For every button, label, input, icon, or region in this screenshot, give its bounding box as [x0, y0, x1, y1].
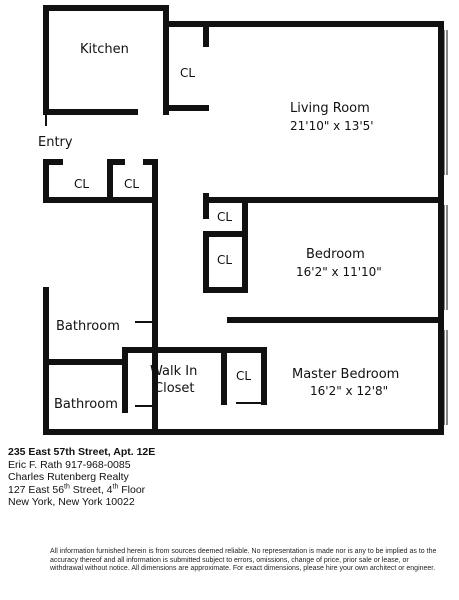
closet-label-entry-right: CL [124, 177, 139, 191]
closet-label-master: CL [236, 369, 251, 383]
office-street-sup: th [64, 483, 70, 490]
closet-label-bedroom-lower: CL [217, 253, 232, 267]
listing-agent: Eric F. Rath 917-968-0085 [8, 458, 131, 471]
listing-address: 235 East 57th Street, Apt. 12E [8, 446, 156, 458]
bathroom-label-upper: Bathroom [56, 319, 120, 334]
master-bedroom-dimensions: 16'2" x 12'8" [310, 384, 388, 398]
floor-plan: Kitchen Entry Living Room 21'10" x 13'5'… [38, 5, 448, 435]
master-bedroom-label: Master Bedroom [292, 367, 399, 382]
disclaimer-text: All information furnished herein is from… [50, 548, 437, 572]
closet-label-entry-left: CL [74, 177, 89, 191]
listing-office-street: 127 East 56th Street, 4th Floor [8, 483, 155, 497]
closet-label-bedroom-upper: CL [217, 210, 232, 224]
bathroom-label-lower: Bathroom [54, 397, 118, 412]
bedroom-dimensions: 16'2" x 11'10" [296, 265, 382, 279]
bedroom-label: Bedroom [306, 247, 365, 262]
windows [443, 30, 448, 425]
office-street-part: 127 East 56 [8, 483, 65, 496]
listing-info: 235 East 57th Street, Apt. 12E Eric F. R… [8, 446, 155, 509]
walk-in-closet-label-line2: Closet [154, 381, 195, 396]
listing-company: Charles Rutenberg Realty [8, 471, 129, 483]
living-room-dimensions: 21'10" x 13'5' [290, 119, 374, 133]
door-marks [45, 112, 264, 407]
listing-office-city: New York, New York 10022 [8, 496, 135, 508]
kitchen-label: Kitchen [80, 42, 129, 57]
office-floor-sup: th [112, 483, 119, 490]
walls [43, 5, 444, 435]
office-street-part: Street, 4 [69, 483, 113, 496]
closet-label-living: CL [180, 66, 195, 80]
entry-label: Entry [38, 135, 73, 150]
office-street-part: Floor [118, 483, 146, 496]
walk-in-closet-label-line1: Walk In [150, 364, 197, 379]
living-room-label: Living Room [290, 101, 370, 116]
